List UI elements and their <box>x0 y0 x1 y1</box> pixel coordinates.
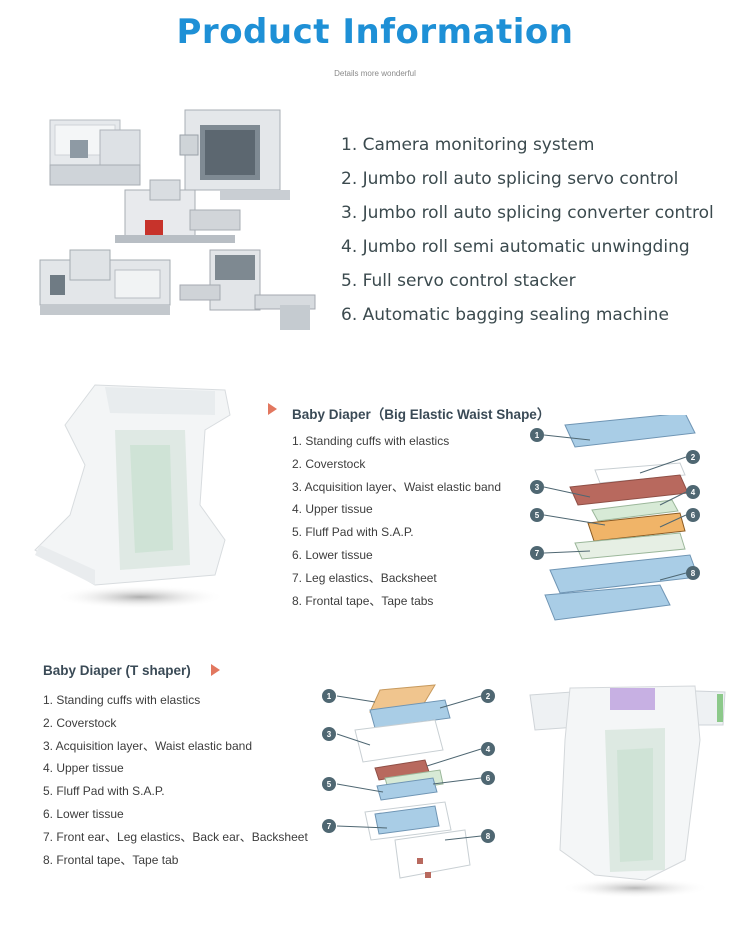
list-item: 7. Front ear、Leg elastics、Back ear、Backs… <box>43 829 308 844</box>
layer-lower-tissue <box>574 532 686 560</box>
layer-frontal-tape <box>544 584 671 621</box>
machine-bottom-right <box>179 249 316 330</box>
big-waist-diaper-image <box>34 384 231 609</box>
badge-8: 8 <box>481 829 495 843</box>
page-title: Product Information <box>176 12 574 52</box>
badge-4: 4 <box>481 742 495 756</box>
svg-text:3: 3 <box>327 730 332 739</box>
svg-text:1: 1 <box>327 692 332 701</box>
badge-1: 1 <box>530 428 544 442</box>
badge-3: 3 <box>322 727 336 741</box>
big-waist-exploded-diagram: 1 2 3 4 5 6 7 8 <box>530 415 700 621</box>
badge-7: 7 <box>322 819 336 833</box>
svg-text:8: 8 <box>486 832 491 841</box>
badge-5: 5 <box>530 508 544 522</box>
badge-5: 5 <box>322 777 336 791</box>
list-item: 8. Frontal tape、Tape tabs <box>292 593 434 608</box>
feature-item: 3. Jumbo roll auto splicing converter co… <box>341 203 714 223</box>
list-item: 8. Frontal tape、Tape tab <box>43 852 179 867</box>
section-arrow-icon <box>211 664 220 676</box>
big-waist-title: Baby Diaper（Big Elastic Waist Shape） <box>292 407 551 422</box>
list-item: 3. Acquisition layer、Waist elastic band <box>43 738 252 753</box>
list-item: 1. Standing cuffs with elastics <box>292 434 450 448</box>
layer-standing-cuffs <box>564 415 696 448</box>
svg-text:6: 6 <box>486 774 491 783</box>
feature-item: 1. Camera monitoring system <box>341 135 595 155</box>
list-item: 4. Upper tissue <box>292 502 373 517</box>
layer-acquisition <box>354 719 444 763</box>
badge-7: 7 <box>530 546 544 560</box>
layer-fluff-pad <box>587 512 686 542</box>
svg-text:7: 7 <box>535 549 540 558</box>
svg-text:5: 5 <box>327 780 332 789</box>
svg-text:2: 2 <box>486 692 491 701</box>
machine-top-left <box>49 119 141 186</box>
svg-text:8: 8 <box>691 569 696 578</box>
list-item: 3. Acquisition layer、Waist elastic band <box>292 479 501 494</box>
svg-text:1: 1 <box>535 431 540 440</box>
badge-2: 2 <box>481 689 495 703</box>
badge-6: 6 <box>686 508 700 522</box>
svg-text:4: 4 <box>486 745 491 754</box>
machine-bottom-left <box>39 249 171 315</box>
layer-upper-tissue <box>591 499 679 522</box>
list-item: 6. Lower tissue <box>43 806 124 821</box>
machine-top-right <box>179 109 290 200</box>
svg-text:5: 5 <box>535 511 540 520</box>
layer-frontal-tape <box>394 829 471 879</box>
badge-8: 8 <box>686 566 700 580</box>
list-item: 6. Lower tissue <box>292 547 373 562</box>
feature-item: 4. Jumbo roll semi automatic unwingding <box>341 237 690 257</box>
layer-coverstock <box>369 699 451 729</box>
feature-item: 6. Automatic bagging sealing machine <box>341 305 669 325</box>
svg-text:7: 7 <box>327 822 332 831</box>
t-shaper-diaper-image <box>529 685 726 898</box>
badge-4: 4 <box>686 485 700 499</box>
feature-item: 5. Full servo control stacker <box>341 271 576 291</box>
layer-fluff-pad <box>376 777 438 801</box>
t-shaper-parts-list: 1. Standing cuffs with elastics 2. Cover… <box>43 689 308 871</box>
section-arrow-icon <box>268 403 277 415</box>
list-item: 1. Standing cuffs with elastics <box>43 693 201 707</box>
t-shaper-title: Baby Diaper (T shaper) <box>43 663 191 678</box>
list-item: 2. Coverstock <box>43 715 117 730</box>
svg-text:2: 2 <box>691 453 696 462</box>
svg-text:3: 3 <box>535 483 540 492</box>
list-item: 5. Fluff Pad with S.A.P. <box>292 525 414 540</box>
svg-text:6: 6 <box>691 511 696 520</box>
t-shaper-exploded-diagram: 1 2 3 4 5 6 7 8 <box>322 684 495 879</box>
list-item: 2. Coverstock <box>292 456 366 471</box>
machines-image <box>39 109 316 330</box>
list-item: 5. Fluff Pad with S.A.P. <box>43 784 165 799</box>
layer-backsheet <box>549 554 699 594</box>
badge-1: 1 <box>322 689 336 703</box>
list-item: 4. Upper tissue <box>43 761 124 776</box>
svg-text:4: 4 <box>691 488 696 497</box>
feature-item: 2. Jumbo roll auto splicing servo contro… <box>341 169 679 189</box>
feature-list: 1. Camera monitoring system 2. Jumbo rol… <box>341 132 714 336</box>
big-waist-parts-list: 1. Standing cuffs with elastics 2. Cover… <box>292 430 501 612</box>
list-item: 7. Leg elastics、Backsheet <box>292 570 437 585</box>
machine-middle <box>115 179 241 243</box>
badge-2: 2 <box>686 450 700 464</box>
badge-3: 3 <box>530 480 544 494</box>
page-subtitle: Details more wonderful <box>334 69 416 78</box>
badge-6: 6 <box>481 771 495 785</box>
